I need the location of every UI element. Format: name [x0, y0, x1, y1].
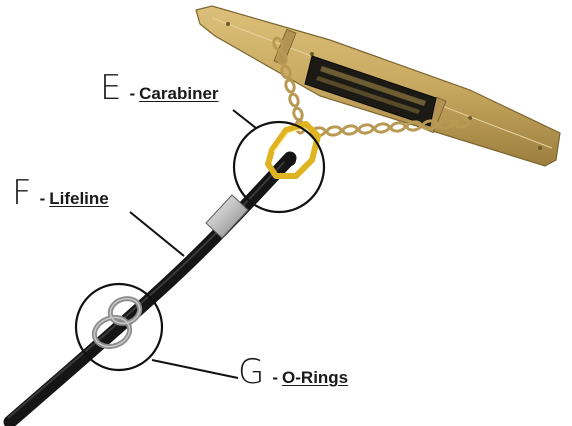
callout-letter: G — [238, 352, 264, 392]
callout-label: Carabiner — [139, 84, 218, 103]
callout-label: O-Rings — [282, 368, 348, 387]
callout-separator: - — [129, 84, 135, 103]
o-rings — [90, 295, 143, 352]
callout-label: Lifeline — [49, 189, 109, 208]
o-rings-callout: G-O-Rings — [238, 355, 348, 389]
lifeline-leader-line — [130, 212, 184, 256]
callout-letter: F — [12, 173, 32, 213]
carabiner-callout: E-Carabiner — [100, 71, 219, 105]
carabiner-leader-line — [233, 110, 256, 128]
callout-letter: E — [100, 68, 121, 108]
o-rings-leader-line — [152, 360, 238, 378]
callout-separator: - — [40, 189, 46, 208]
lifeline-callout: F-Lifeline — [12, 176, 109, 210]
callout-separator: - — [272, 368, 278, 387]
